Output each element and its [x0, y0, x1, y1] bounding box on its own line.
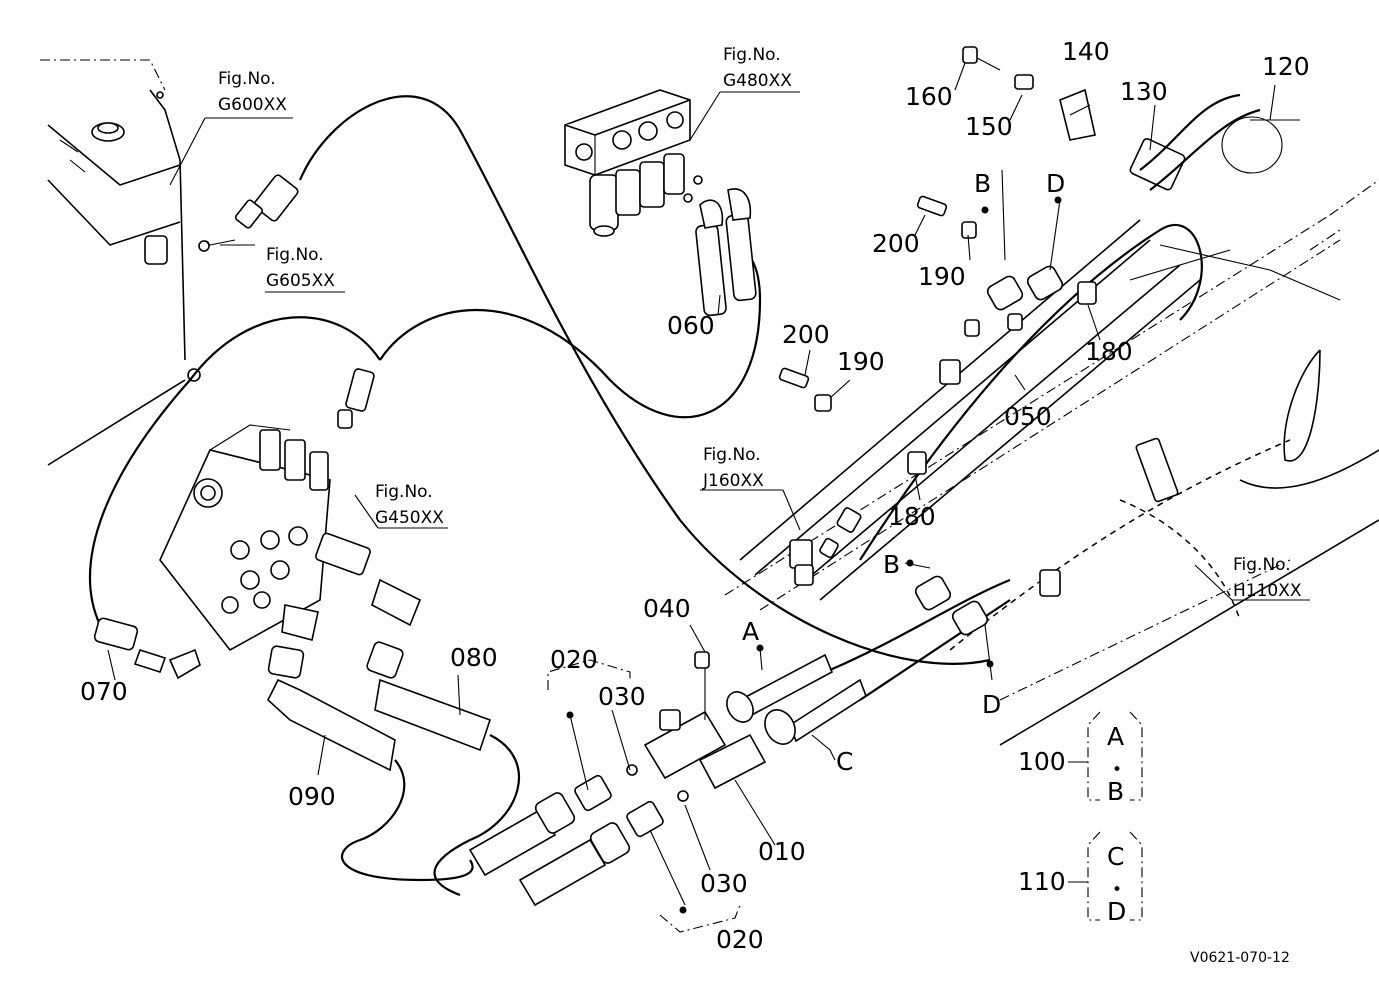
- fig-ref-g450: Fig.No. G450XX: [375, 482, 444, 528]
- fig-ref-g600: Fig.No. G600XX: [218, 69, 287, 115]
- callout-020-top: 020: [550, 645, 598, 674]
- set100-dot: •: [1112, 760, 1122, 780]
- svg-text:G600XX: G600XX: [218, 95, 287, 115]
- svg-text:G480XX: G480XX: [723, 71, 792, 91]
- svg-text:Fig.No.: Fig.No.: [1233, 555, 1291, 575]
- svg-text:Fig.No.: Fig.No.: [703, 445, 761, 465]
- callout-060: 060: [667, 311, 715, 340]
- callout-090: 090: [288, 782, 336, 811]
- svg-text:Fig.No.: Fig.No.: [375, 482, 433, 502]
- callout-140: 140: [1062, 37, 1110, 66]
- callout-120: 120: [1262, 52, 1310, 81]
- callout-200-mid: 200: [782, 320, 830, 349]
- callout-080: 080: [450, 643, 498, 672]
- callout-110: 110: [1018, 867, 1066, 896]
- letter-b-mid: B: [883, 550, 900, 579]
- letter-b-top: B: [974, 169, 991, 198]
- fig-ref-g605: Fig.No. G605XX: [266, 245, 335, 291]
- svg-text:Fig.No.: Fig.No.: [218, 69, 276, 89]
- set110-dot: •: [1112, 880, 1122, 900]
- callout-130: 130: [1120, 77, 1168, 106]
- callout-020-bottom: 020: [716, 925, 764, 954]
- drawing-code: V0621-070-12: [1190, 950, 1290, 966]
- callout-150: 150: [965, 112, 1013, 141]
- callout-190-mid: 190: [837, 347, 885, 376]
- callout-050: 050: [1004, 402, 1052, 431]
- callout-030-top: 030: [598, 682, 646, 711]
- set110-letter-d: D: [1107, 897, 1126, 926]
- svg-text:G450XX: G450XX: [375, 508, 444, 528]
- callout-030-bottom: 030: [700, 869, 748, 898]
- diagram-artwork: [40, 46, 1379, 933]
- fig-ref-g480: Fig.No. G480XX: [723, 45, 792, 91]
- set100-letter-a: A: [1107, 722, 1124, 751]
- svg-text:H110XX: H110XX: [1233, 581, 1302, 601]
- letter-d-top: D: [1046, 169, 1065, 198]
- letter-a: A: [742, 617, 759, 646]
- callout-190-top: 190: [918, 262, 966, 291]
- letter-c: C: [836, 747, 853, 776]
- letter-d-low: D: [982, 690, 1001, 719]
- hose-070-path: [298, 95, 991, 665]
- svg-text:J160XX: J160XX: [702, 471, 764, 491]
- svg-text:Fig.No.: Fig.No.: [723, 45, 781, 65]
- callout-070: 070: [80, 677, 128, 706]
- set100-letter-b: B: [1107, 777, 1124, 806]
- callout-040: 040: [643, 594, 691, 623]
- fig-ref-j160: Fig.No. J160XX: [702, 445, 764, 491]
- hose-loop: [88, 316, 381, 626]
- callout-100: 100: [1018, 747, 1066, 776]
- callout-180-bottom: 180: [888, 502, 936, 531]
- callout-180-top: 180: [1085, 337, 1133, 366]
- svg-text:Fig.No.: Fig.No.: [266, 245, 324, 265]
- svg-text:G605XX: G605XX: [266, 271, 335, 291]
- control-valve-g450: [159, 424, 331, 652]
- callout-160: 160: [905, 82, 953, 111]
- valve-block-g480: [564, 89, 691, 237]
- hydraulic-tank: [40, 59, 210, 466]
- fig-ref-h110: Fig.No. H110XX: [1233, 555, 1302, 601]
- callout-010: 010: [758, 837, 806, 866]
- set110-letter-c: C: [1107, 842, 1124, 871]
- callout-200-top: 200: [872, 229, 920, 258]
